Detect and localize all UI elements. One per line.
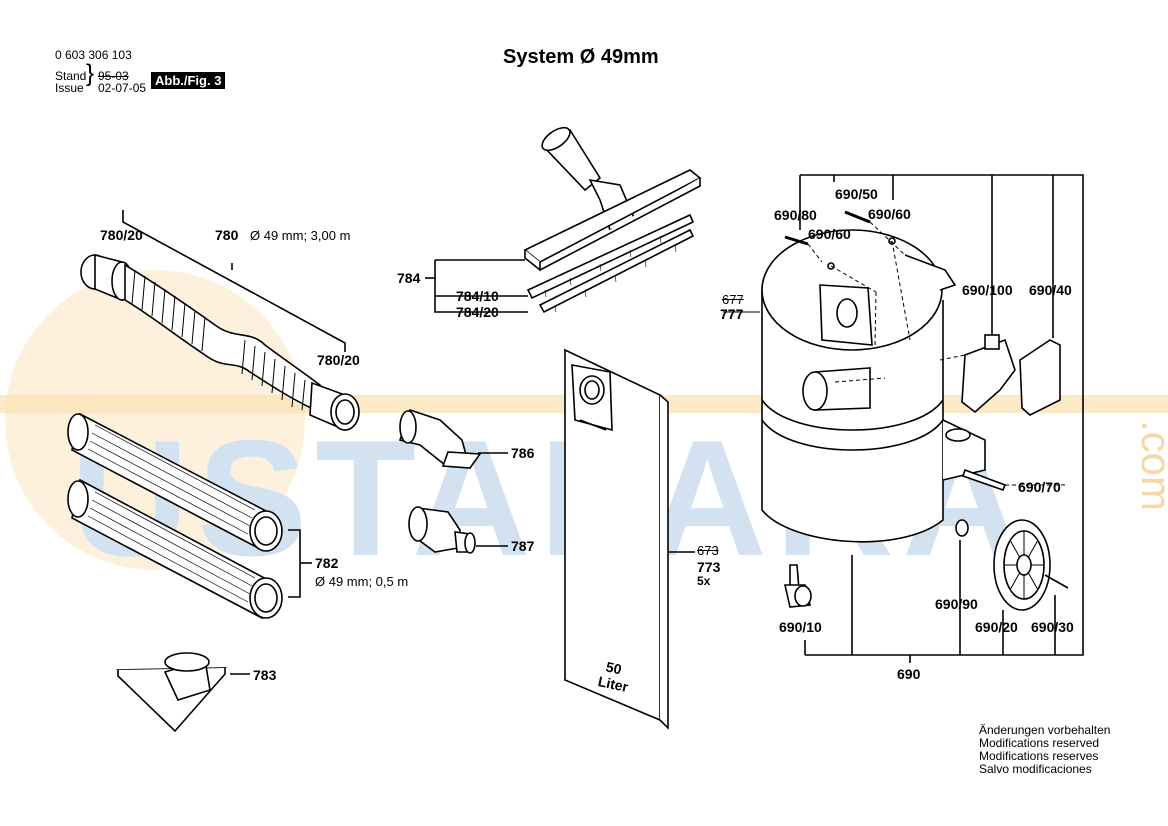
label-784-20: 784/20 xyxy=(456,304,499,320)
canister-690 xyxy=(723,174,1084,663)
label-773: 773 xyxy=(697,559,721,575)
label-782-desc: Ø 49 mm; 0,5 m xyxy=(315,574,409,589)
label-690-30: 690/30 xyxy=(1031,619,1074,635)
label-784: 784 xyxy=(397,270,421,286)
watermark-suffix: .com xyxy=(1133,420,1168,512)
label-690-90: 690/90 xyxy=(935,596,978,612)
label-690: 690 xyxy=(897,666,921,682)
footer-line-es: Salvo modificaciones xyxy=(979,762,1092,776)
page-title: System Ø 49mm xyxy=(503,46,659,68)
label-690-40: 690/40 xyxy=(1029,282,1072,298)
label-690-50: 690/50 xyxy=(835,186,878,202)
brace-glyph: } xyxy=(86,60,95,87)
stand-value: 95-03 xyxy=(98,69,129,83)
footer-line-en: Modifications reserved xyxy=(979,736,1100,750)
label-690-20: 690/20 xyxy=(975,619,1018,635)
label-787: 787 xyxy=(511,538,535,554)
nozzle-787 xyxy=(408,506,508,554)
label-783: 783 xyxy=(253,667,277,683)
label-773-qty: 5x xyxy=(697,574,711,588)
footer-line-fr: Modifications reserves xyxy=(979,749,1099,763)
label-780-20-top: 780/20 xyxy=(100,227,143,243)
part-number: 0 603 306 103 xyxy=(55,48,132,62)
label-784-10: 784/10 xyxy=(456,288,499,304)
label-673: 673 xyxy=(697,543,719,558)
label-690-70: 690/70 xyxy=(1018,479,1061,495)
filter-bag-773 xyxy=(564,348,695,730)
label-690-60-left: 690/60 xyxy=(808,226,851,242)
label-677: 677 xyxy=(722,292,744,307)
floor-nozzle-784 xyxy=(425,126,702,314)
label-690-100: 690/100 xyxy=(962,282,1013,298)
nozzle-786 xyxy=(398,408,508,469)
stand-label: Stand xyxy=(55,69,87,83)
issue-label: Issue xyxy=(55,81,84,95)
label-780: 780 xyxy=(215,227,239,243)
label-780-20-bottom: 780/20 xyxy=(317,352,360,368)
label-777: 777 xyxy=(720,306,744,322)
label-690-60-right: 690/60 xyxy=(868,206,911,222)
label-780-desc: Ø 49 mm; 3,00 m xyxy=(250,228,351,243)
hose-780 xyxy=(80,210,360,432)
tubes-782 xyxy=(67,412,312,620)
label-782: 782 xyxy=(315,555,339,571)
issue-value: 02-07-05 xyxy=(98,81,147,95)
figure-badge: Abb./Fig. 3 xyxy=(151,72,226,89)
nozzle-783 xyxy=(116,652,250,733)
label-690-10: 690/10 xyxy=(779,619,822,635)
label-786: 786 xyxy=(511,445,535,461)
footer-line-de: Änderungen vorbehalten xyxy=(979,723,1111,737)
label-690-80: 690/80 xyxy=(774,207,817,223)
